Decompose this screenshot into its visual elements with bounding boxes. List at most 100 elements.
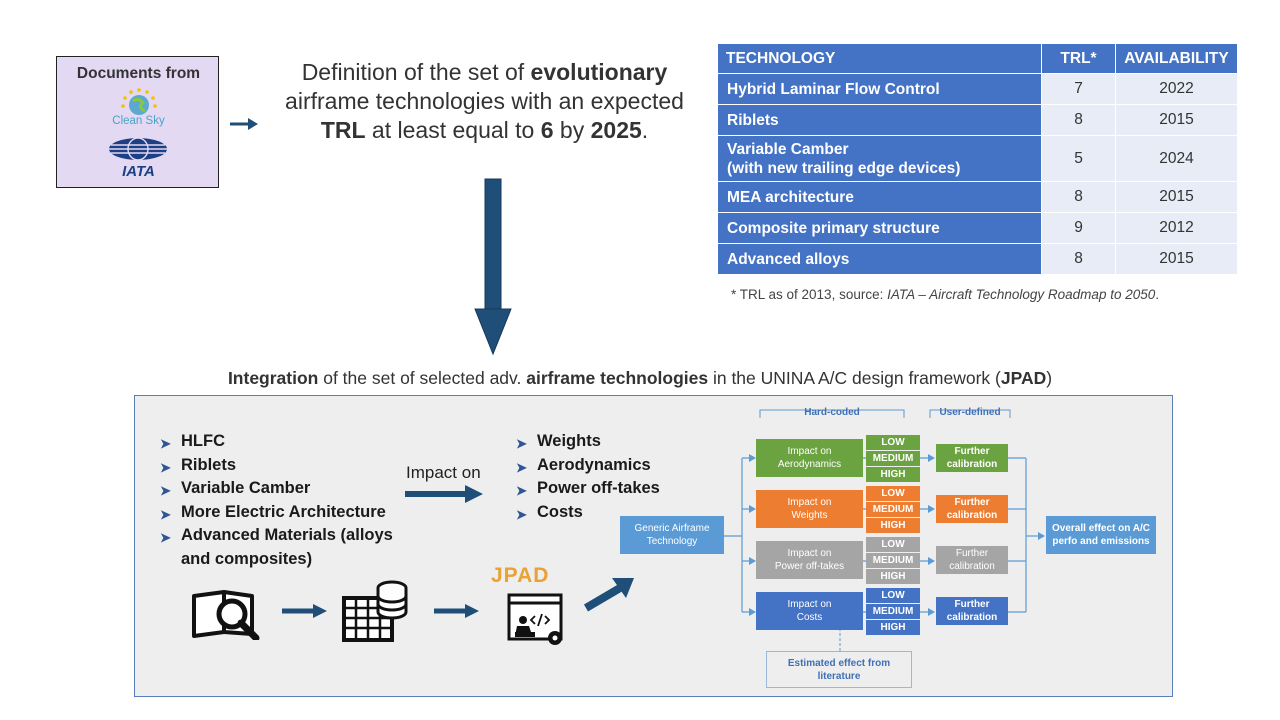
table-row: MEA architecture 8 2015 <box>718 182 1237 213</box>
table-cell-trl: 9 <box>1041 213 1115 244</box>
footnote-text: * TRL as of 2013, source: <box>731 287 888 302</box>
bullet-arrow-icon: ➤ <box>160 459 171 475</box>
integration-bold-2: airframe technologies <box>526 368 709 388</box>
bullet-arrow-icon: ➤ <box>160 530 171 545</box>
down-arrow-icon <box>474 178 512 356</box>
impact-line1: Impact on <box>787 548 832 559</box>
estimated-effect-box: Estimated effect from literature <box>766 651 912 688</box>
integration-text-2: in the UNINA A/C design framework ( <box>708 368 1001 388</box>
technology-list: ➤HLFC ➤Riblets ➤Variable Camber ➤More El… <box>160 431 393 570</box>
table-cell-availability: 2012 <box>1115 213 1237 244</box>
bullet-arrow-icon: ➤ <box>516 459 527 475</box>
docs-arrow-icon <box>230 118 258 130</box>
table-cell-technology: Composite primary structure <box>718 213 1041 244</box>
table-footnote: * TRL as of 2013, source: IATA – Aircraf… <box>731 287 1159 302</box>
integration-title: Integration of the set of selected adv. … <box>0 368 1280 389</box>
list-item-label: Riblets <box>181 455 237 474</box>
table-row: Riblets 8 2015 <box>718 105 1237 136</box>
bullet-arrow-icon: ➤ <box>160 436 171 451</box>
further-line1: Further <box>955 548 989 559</box>
level-high: HIGH <box>866 620 920 635</box>
overall-line2: perfo and emissions <box>1052 536 1150 547</box>
list-item: ➤Power off-takes <box>516 478 660 502</box>
table-cell-availability: 2015 <box>1115 182 1237 213</box>
table-cell-trl: 7 <box>1041 74 1115 105</box>
level-high: HIGH <box>866 569 920 584</box>
impact-list: ➤Weights ➤Aerodynamics ➤Power off-takes … <box>516 431 660 525</box>
further-line1: Further <box>954 599 990 610</box>
level-medium: MEDIUM <box>866 502 920 517</box>
table-cell-trl: 8 <box>1041 244 1115 275</box>
table-cell-trl: 5 <box>1041 136 1115 182</box>
table-header-row: TECHNOLOGY TRL* AVAILABILITY <box>718 44 1237 74</box>
footnote-end: . <box>1155 287 1160 302</box>
level-medium: MEDIUM <box>866 451 920 466</box>
impact-line1: Impact on <box>787 497 832 508</box>
list-item-label: Variable Camber <box>181 479 311 497</box>
definition-bold-year: 2025 <box>590 117 642 143</box>
list-item: ➤More Electric Architecture <box>160 502 393 526</box>
impact-line1: Impact on <box>787 599 832 610</box>
further-line2: calibration <box>946 612 998 623</box>
bullet-arrow-icon: ➤ <box>516 436 527 451</box>
impact-line1: Impact on <box>787 446 832 457</box>
levels-weights: LOW MEDIUM HIGH <box>866 486 920 533</box>
table-header-availability: AVAILABILITY <box>1115 44 1237 74</box>
estimated-line2: literature <box>817 671 861 682</box>
cleansky-logo-text: Clean Sky <box>112 115 165 127</box>
further-line1: Further <box>954 446 990 457</box>
tech-name: Advanced alloys <box>727 250 850 268</box>
levels-aerodynamics: LOW MEDIUM HIGH <box>866 435 920 482</box>
integration-bold-1: Integration <box>227 368 319 388</box>
list-item-label: Aerodynamics <box>537 455 651 474</box>
integration-text-3: ) <box>1046 368 1053 388</box>
level-high: HIGH <box>866 467 920 482</box>
impact-line2: Power off-takes <box>774 561 845 572</box>
levels-costs: LOW MEDIUM HIGH <box>866 588 920 635</box>
definition-line3-b: by <box>553 117 591 143</box>
list-item-label: Advanced Materials (alloys <box>181 526 393 544</box>
table-row: Composite primary structure 9 2012 <box>718 213 1237 244</box>
impact-line2: Aerodynamics <box>777 459 842 470</box>
definition-text: Definition of the set of evolutionary ai… <box>262 58 707 145</box>
generic-airframe-box: Generic Airframe Technology <box>620 516 724 554</box>
list-item: ➤ Advanced Materials (alloys <box>160 525 393 549</box>
generic-line1: Generic Airframe <box>634 523 710 534</box>
further-calibration-costs: Further calibration <box>936 597 1008 625</box>
tech-name: Composite primary structure <box>727 219 940 237</box>
level-low: LOW <box>866 486 920 501</box>
level-high: HIGH <box>866 518 920 533</box>
table-row: Variable Camber(with new trailing edge d… <box>718 136 1237 182</box>
table-header-technology: TECHNOLOGY <box>718 44 1041 74</box>
impact-power-box: Impact on Power off-takes <box>756 541 863 579</box>
level-low: LOW <box>866 588 920 603</box>
table-cell-availability: 2022 <box>1115 74 1237 105</box>
iata-globe-icon <box>109 137 167 161</box>
level-medium: MEDIUM <box>866 553 920 568</box>
list-item: ➤Variable Camber <box>160 478 393 502</box>
further-calibration-power: Further calibration <box>936 546 1008 574</box>
jpad-logo: JPAD <box>491 564 550 587</box>
definition-line2: airframe technologies with an expected <box>285 88 684 114</box>
further-line2: calibration <box>949 561 995 572</box>
list-item-label: More Electric Architecture <box>181 502 386 521</box>
list-item-label: Costs <box>537 502 583 521</box>
list-item: ➤ Riblets <box>160 455 393 479</box>
table-cell-technology: MEA architecture <box>718 182 1041 213</box>
list-item: ➤Costs <box>516 502 660 526</box>
table-cell-technology: Variable Camber(with new trailing edge d… <box>718 136 1041 182</box>
flow-arrow-icon <box>434 604 479 618</box>
documents-title: Documents from <box>76 65 201 82</box>
diagonal-arrow-icon <box>583 578 634 612</box>
tech-name: MEA architecture <box>727 188 854 206</box>
technology-table: TECHNOLOGY TRL* AVAILABILITY Hybrid Lami… <box>718 44 1237 275</box>
database-table-icon <box>342 580 408 642</box>
list-item-label: Weights <box>537 432 601 450</box>
impact-aerodynamics-box: Impact on Aerodynamics <box>756 439 863 477</box>
definition-bold-six: 6 <box>540 117 554 143</box>
definition-line1: Definition of the set of <box>301 59 531 85</box>
list-item: ➤ Weights <box>516 431 660 455</box>
tech-name: Riblets <box>727 111 779 129</box>
